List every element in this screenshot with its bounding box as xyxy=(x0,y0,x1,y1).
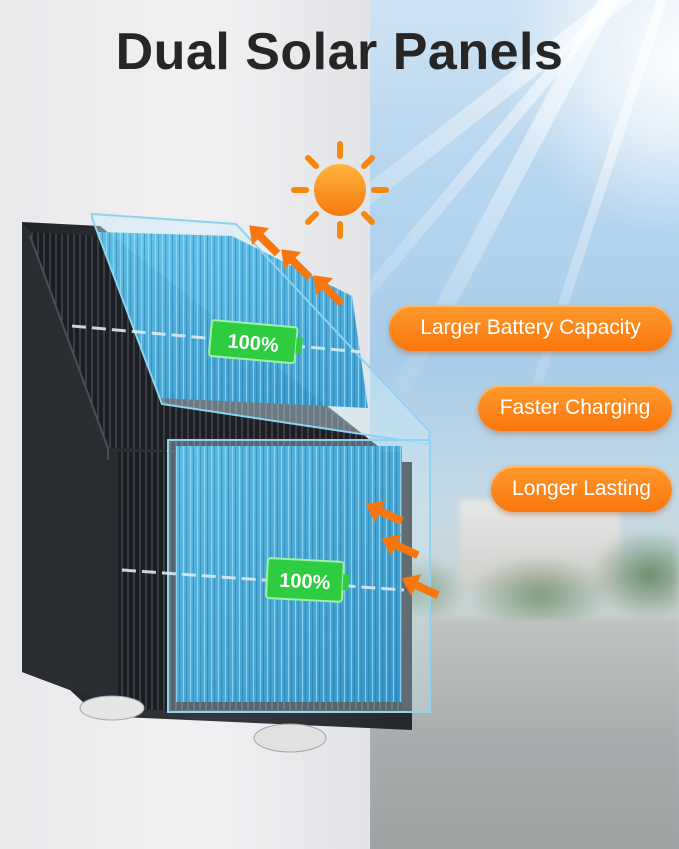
top-battery-icon: 100% xyxy=(208,319,303,365)
page-title: Dual Solar Panels xyxy=(115,23,564,81)
bottom-solar-panel xyxy=(121,439,431,713)
sun-icon xyxy=(291,141,389,239)
bottom-battery-icon: 100% xyxy=(265,557,350,603)
blurred-ground xyxy=(370,620,679,849)
feature-badge-battery-capacity: Larger Battery Capacity xyxy=(389,305,672,351)
feature-badge-faster-charging: Faster Charging xyxy=(478,385,672,431)
svg-text:100%: 100% xyxy=(279,570,331,595)
top-solar-panel xyxy=(71,212,432,446)
feature-badge-longer-lasting: Longer Lasting xyxy=(491,466,672,512)
svg-text:100%: 100% xyxy=(227,330,280,356)
arrow-icon xyxy=(249,225,345,307)
arrow-icon xyxy=(365,500,440,599)
blurred-trees xyxy=(370,520,679,630)
